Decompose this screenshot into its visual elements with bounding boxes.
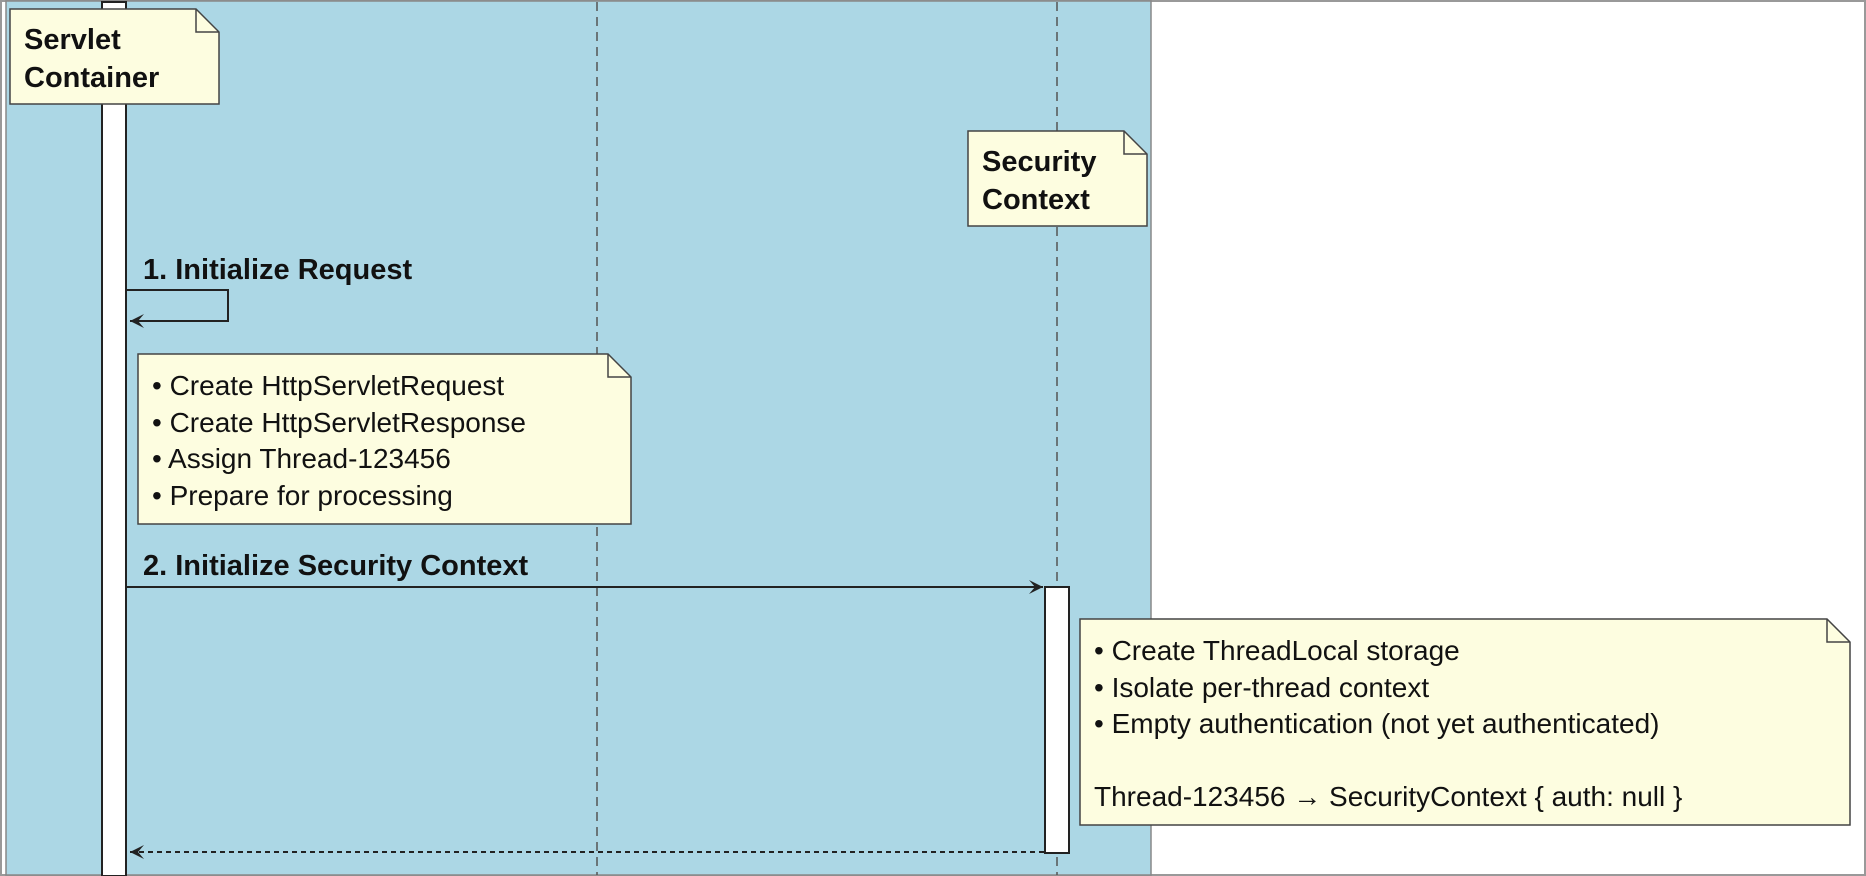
message-2-label: 2. Initialize Security Context: [143, 550, 528, 582]
participant-security-context-line2: Context: [982, 184, 1090, 216]
context-note: • Create ThreadLocal storage • Isolate p…: [1079, 618, 1851, 826]
participant-servlet-container[interactable]: Servlet Container: [9, 8, 220, 105]
request-note-line-4: • Prepare for processing: [152, 480, 453, 511]
activation-bar-security-context: [1044, 586, 1070, 854]
participant-servlet-container-line1: Servlet: [24, 24, 121, 56]
context-note-line-1: • Create ThreadLocal storage: [1094, 635, 1460, 666]
context-note-line-5: Thread-123456 → SecurityContext { auth: …: [1094, 781, 1682, 812]
request-note-line-2: • Create HttpServletResponse: [152, 407, 526, 438]
context-note-line-3: • Empty authentication (not yet authenti…: [1094, 708, 1659, 739]
request-note-line-1: • Create HttpServletRequest: [152, 370, 504, 401]
message-1-label: 1. Initialize Request: [143, 254, 412, 286]
activation-bar-servlet-container: [101, 1, 127, 876]
participant-security-context-line1: Security: [982, 146, 1096, 178]
request-note-line-3: • Assign Thread-123456: [152, 443, 451, 474]
participant-security-context[interactable]: Security Context: [967, 130, 1148, 227]
context-note-line-2: • Isolate per-thread context: [1094, 672, 1429, 703]
request-note: • Create HttpServletRequest • Create Htt…: [137, 353, 632, 525]
message-1-arrow: [127, 289, 229, 328]
participant-servlet-container-line2: Container: [24, 62, 159, 94]
